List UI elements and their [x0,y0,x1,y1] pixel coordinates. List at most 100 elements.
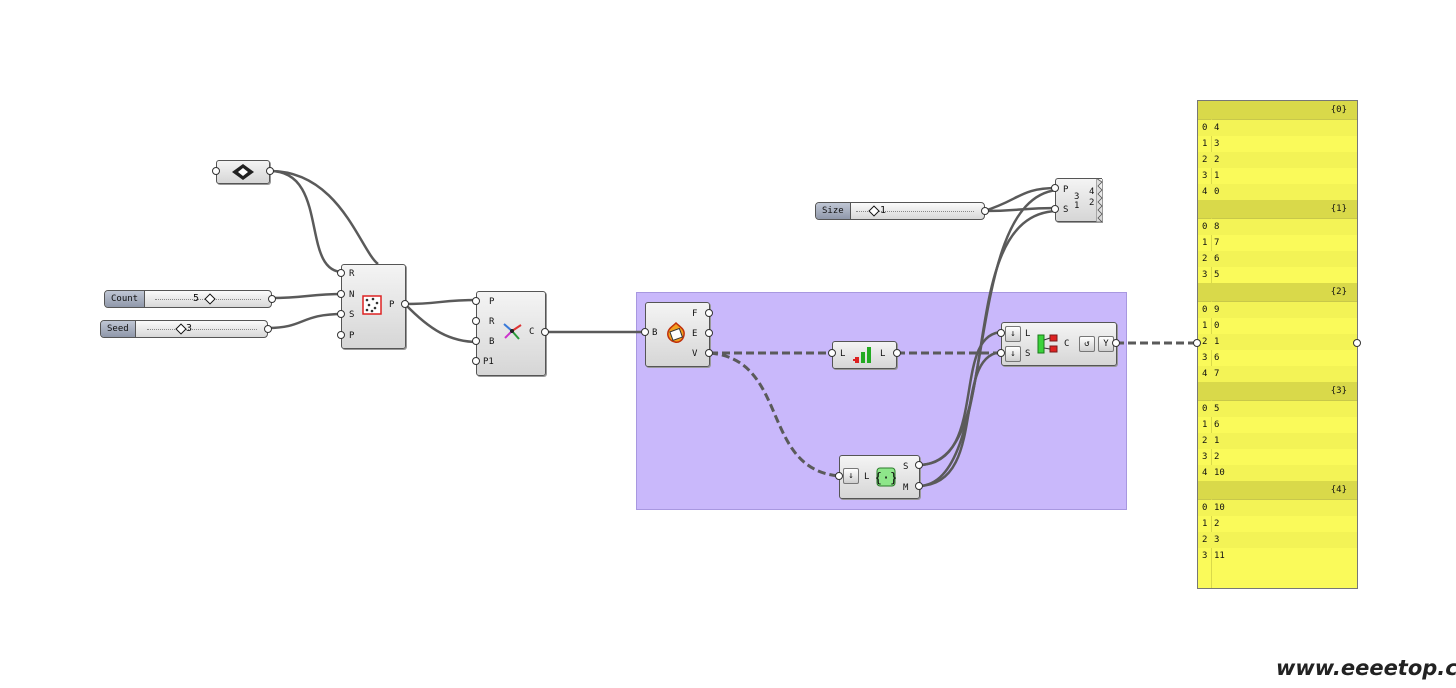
panel-row-index: 0 [1202,123,1208,133]
partition-list-component[interactable]: P S 3 4 1 2 [1055,178,1103,222]
panel-row-index: 2 [1202,254,1208,264]
deconstruct-brep-component[interactable]: B F E V [645,302,710,367]
cull-pattern-component[interactable]: ↓ ↓ L S C ↺ Y [1001,322,1117,366]
panel-row-value: 6 [1214,353,1220,363]
voronoi-input-p1: P1 [483,357,494,367]
graft-flag-s-icon[interactable]: ↓ [1005,346,1021,362]
populate-n-port[interactable] [337,290,345,298]
wire-slider-size-to-partition-p [983,186,1058,213]
sort-list-icon [853,347,871,363]
set-s-port[interactable] [915,461,923,469]
panel-input-port[interactable] [1193,339,1201,347]
panel-row-value: 0 [1214,187,1220,197]
voronoi-output-port[interactable] [541,328,549,336]
panel-row-value: 7 [1214,238,1220,248]
voronoi-p1-port[interactable] [472,357,480,365]
graft-flag-l-icon[interactable]: ↓ [1005,326,1021,342]
populate-geometry-component[interactable]: R N S P P [341,264,406,349]
count-output-port[interactable] [268,295,276,303]
partition-s-port[interactable] [1051,205,1059,213]
cull-l-port[interactable] [997,329,1005,337]
voronoi-component[interactable]: P R B P1 C [476,291,546,376]
voronoi-b-port[interactable] [472,337,480,345]
partition-glyph-mid: 4 [1089,187,1095,197]
panel-row-index: 4 [1202,468,1208,478]
sort-input-port[interactable] [828,349,836,357]
geometry-output-port[interactable] [266,167,274,175]
geometry-input-port[interactable] [212,167,220,175]
count-slider-knob[interactable] [204,293,216,305]
size-output-port[interactable] [981,207,989,215]
size-slider[interactable]: Size 1 [815,202,985,220]
cull-s-port[interactable] [997,349,1005,357]
populate-output-port[interactable] [401,300,409,308]
watermark: www.eeeetop.com [1276,656,1456,680]
seed-slider-knob[interactable] [175,323,187,335]
populate-s-port[interactable] [337,310,345,318]
panel-output-port[interactable] [1353,339,1361,347]
panel-row-index: 0 [1202,222,1208,232]
geometry-parameter[interactable] [216,160,270,184]
panel-row-value: 6 [1214,420,1220,430]
deconstruct-e-port[interactable] [705,329,713,337]
cull-output-port[interactable] [1112,339,1120,347]
populate-output-p: P [389,300,395,310]
panel-row-value: 0 [1214,321,1220,331]
voronoi-p-port[interactable] [472,297,480,305]
set-input-port[interactable] [835,472,843,480]
voronoi-r-port[interactable] [472,317,480,325]
set-m-port[interactable] [915,482,923,490]
populate-input-s: S [349,310,355,320]
seed-output-port[interactable] [264,325,272,333]
populate-p-port[interactable] [337,331,345,339]
partition-input-s: S [1063,205,1069,215]
partition-glyph-top: 3 [1074,192,1080,202]
size-slider-knob[interactable] [868,205,880,217]
count-slider[interactable]: Count 5 [104,290,272,308]
populate-input-r: R [349,269,355,279]
graft-flag-icon[interactable]: ↓ [843,468,859,484]
seed-slider[interactable]: Seed 3 [100,320,268,338]
seed-slider-name: Seed [101,321,136,337]
panel-row-value: 10 [1214,503,1225,513]
create-set-component[interactable]: ↓ L S M {·} [839,455,920,499]
sort-output-port[interactable] [893,349,901,357]
panel-row-value: 2 [1214,155,1220,165]
panel-row-index: 2 [1202,436,1208,446]
seed-slider-value: 3 [186,323,193,334]
panel-row-index: 0 [1202,503,1208,513]
set-output-s: S [903,462,909,472]
deconstruct-input-port[interactable] [641,328,649,336]
deconstruct-output-e: E [692,329,698,339]
populate-input-p: P [349,331,355,341]
voronoi-input-r: R [489,317,495,327]
panel-branch-header: {3} [1198,382,1357,401]
deconstruct-v-port[interactable] [705,349,713,357]
partition-p-port[interactable] [1051,184,1059,192]
panel-row-value: 11 [1214,551,1225,561]
deconstruct-input-b: B [652,328,658,338]
panel-row-value: 4 [1214,123,1220,133]
panel-row-value: 5 [1214,404,1220,414]
panel-row-index: 3 [1202,353,1208,363]
sort-list-component[interactable]: L L [832,341,897,369]
reverse-flag-icon[interactable]: ↺ [1079,336,1095,352]
populate-r-port[interactable] [337,269,345,277]
panel-row-index: 4 [1202,369,1208,379]
panel-row-index: 0 [1202,305,1208,315]
wire-count-to-populate [271,292,344,300]
wire-vertices-to-set [709,351,841,478]
panel-row-index: 1 [1202,420,1208,430]
partition-input-p: P [1063,185,1069,195]
deconstruct-f-port[interactable] [705,309,713,317]
